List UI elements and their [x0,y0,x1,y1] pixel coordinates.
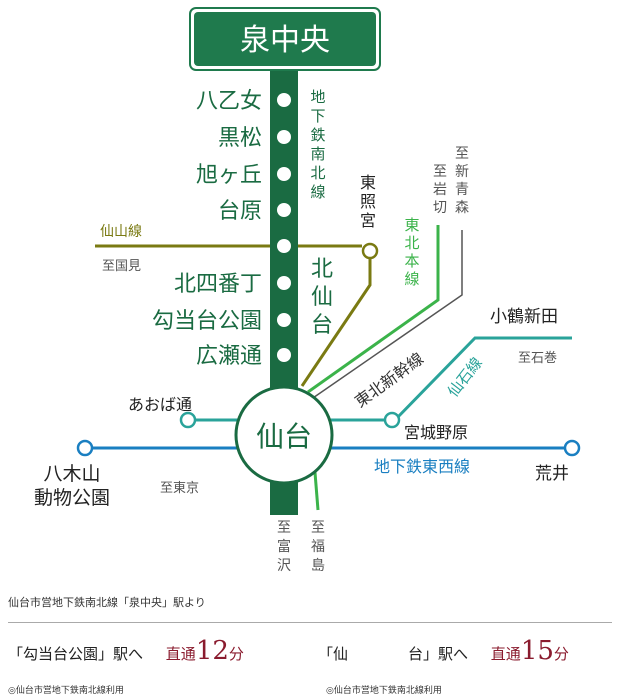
route-map: 仙台 泉中央 地 下 鉄 南 北 線 八乙女 黒松 旭ヶ丘 台原 北四番丁 勾当… [34,7,581,574]
svg-text:至: 至 [311,520,325,536]
station-yagiyama-line2: 動物公園 [34,487,110,509]
svg-text:北: 北 [404,234,419,252]
subway-namboku-label: 地 下 鉄 南 北 線 [310,88,325,201]
shinkansen-label: 東北新幹線 [351,349,427,411]
station-marker-dainohara [277,203,291,217]
svg-text:至: 至 [277,520,291,536]
station-marker-hirosedori [277,348,291,362]
station-yaotome: 八乙女 [196,89,262,114]
travel-time-footer: 仙台市営地下鉄南北線「泉中央」駅より 「勾当台公園」駅へ 直通12分 ◎仙台市営… [0,590,620,700]
station-marker-asahigaoka [277,167,291,181]
arai-station-marker [563,439,581,457]
station-marker-yaotome [277,93,291,107]
svg-text:照: 照 [360,192,376,211]
station-hirosedori: 広瀬通 [196,344,262,369]
minutes-unit: 分 [553,645,569,663]
station-kotodaikoen: 勾当台公園 [152,309,262,334]
svg-text:切: 切 [433,200,447,216]
minutes-unit: 分 [228,645,244,663]
aobadori-station-marker [179,411,197,429]
toshogu-station-marker [361,242,379,260]
svg-text:至: 至 [433,164,447,180]
svg-text:北: 北 [310,164,325,182]
right-usage-note: ◎仙台市営地下鉄南北線利用 [326,686,442,696]
senseki-line-label: 仙石線 [444,354,486,401]
station-miyaginohara: 宮城野原 [404,423,468,442]
svg-text:沢: 沢 [277,558,291,574]
svg-text:仙: 仙 [311,285,333,310]
sendai-label: 仙台 [256,420,312,453]
svg-text:東: 東 [404,216,419,234]
svg-text:台: 台 [311,313,333,338]
station-dainohara: 台原 [218,199,262,224]
to-tomizawa-label: 至 富 沢 [277,520,291,574]
tozai-line-label: 地下鉄東西線 [374,457,470,476]
svg-text:地: 地 [310,88,325,106]
destination-kotodaikoen: 「勾当台公園」駅へ [8,645,144,663]
svg-text:東: 東 [360,173,376,192]
station-labels-lower: 北四番丁 勾当台公園 広瀬通 [152,272,262,369]
svg-text:新: 新 [455,164,469,180]
svg-text:本: 本 [404,252,419,270]
travel-time-sendai: 「仙 台」駅へ 直通15分 [318,636,569,666]
station-yagiyama-line1: 八木山 [43,463,100,485]
svg-text:森: 森 [455,200,469,216]
svg-text:鉄: 鉄 [310,126,325,144]
senzan-line-branch [300,252,372,387]
svg-text:北: 北 [311,257,333,282]
source-note: 仙台市営地下鉄南北線「泉中央」駅より [8,596,206,609]
station-aobadori: あおば通 [128,395,192,414]
title: 泉中央 [240,23,330,58]
svg-text:島: 島 [311,558,325,574]
minutes-value: 12 [195,636,229,666]
station-kitasendai-label: 北 仙 台 [311,257,333,338]
station-kotsurushinden: 小鶴新田 [490,307,558,327]
svg-text:南: 南 [310,145,325,163]
svg-text:宮: 宮 [360,211,376,230]
senzan-line-label: 仙山線 [100,224,142,240]
minutes-value: 15 [520,636,554,666]
svg-text:線: 線 [404,270,419,288]
tohoku-honsen-line [307,225,440,394]
station-marker-kitasendai [277,239,291,253]
title-box [194,12,376,66]
yagiyama-station-marker [76,439,94,457]
to-iwakiri-label: 至 岩 切 [433,164,447,216]
station-kuromatsu: 黒松 [218,126,262,151]
to-ishinomaki-label: 至石巻 [518,351,557,366]
namboku-station-markers [277,93,291,362]
tohoku-honsen-label: 東 北 本 線 [404,216,419,288]
travel-time-kotodaikoen: 「勾当台公園」駅へ 直通12分 [8,636,244,666]
svg-text:青: 青 [455,182,469,198]
station-marker-kotodaikoen [277,313,291,327]
left-usage-note: ◎仙台市営地下鉄南北線利用 [8,686,124,696]
destination-sendai: 「仙 台」駅へ [318,645,469,663]
to-shinaomori-label: 至 新 青 森 [455,146,469,216]
miyaginohara-station-marker [383,411,401,429]
station-arai: 荒井 [535,464,569,484]
sendai-station-hub [234,385,334,485]
direct-label: 直通 [490,645,521,663]
station-toshogu-label: 東 照 宮 [360,173,376,230]
svg-text:線: 線 [310,183,325,201]
to-tokyo-label: 至東京 [160,480,199,496]
svg-text:福: 福 [311,539,325,555]
station-kitayonbancho: 北四番丁 [174,272,262,297]
svg-text:至: 至 [455,146,469,162]
to-kunimi-label: 至国見 [102,259,141,274]
senseki-line [393,336,572,422]
svg-text:富: 富 [277,538,291,555]
svg-text:下: 下 [310,107,325,125]
station-labels-upper: 八乙女 黒松 旭ヶ丘 台原 [196,89,262,224]
station-asahigaoka: 旭ヶ丘 [196,163,262,188]
station-marker-kitayonbancho [277,276,291,290]
shinkansen-line [309,230,463,401]
to-fukushima-label: 至 福 島 [311,520,325,574]
svg-text:岩: 岩 [433,182,447,198]
station-marker-kuromatsu [277,130,291,144]
divider [8,622,612,623]
direct-label: 直通 [165,645,196,663]
